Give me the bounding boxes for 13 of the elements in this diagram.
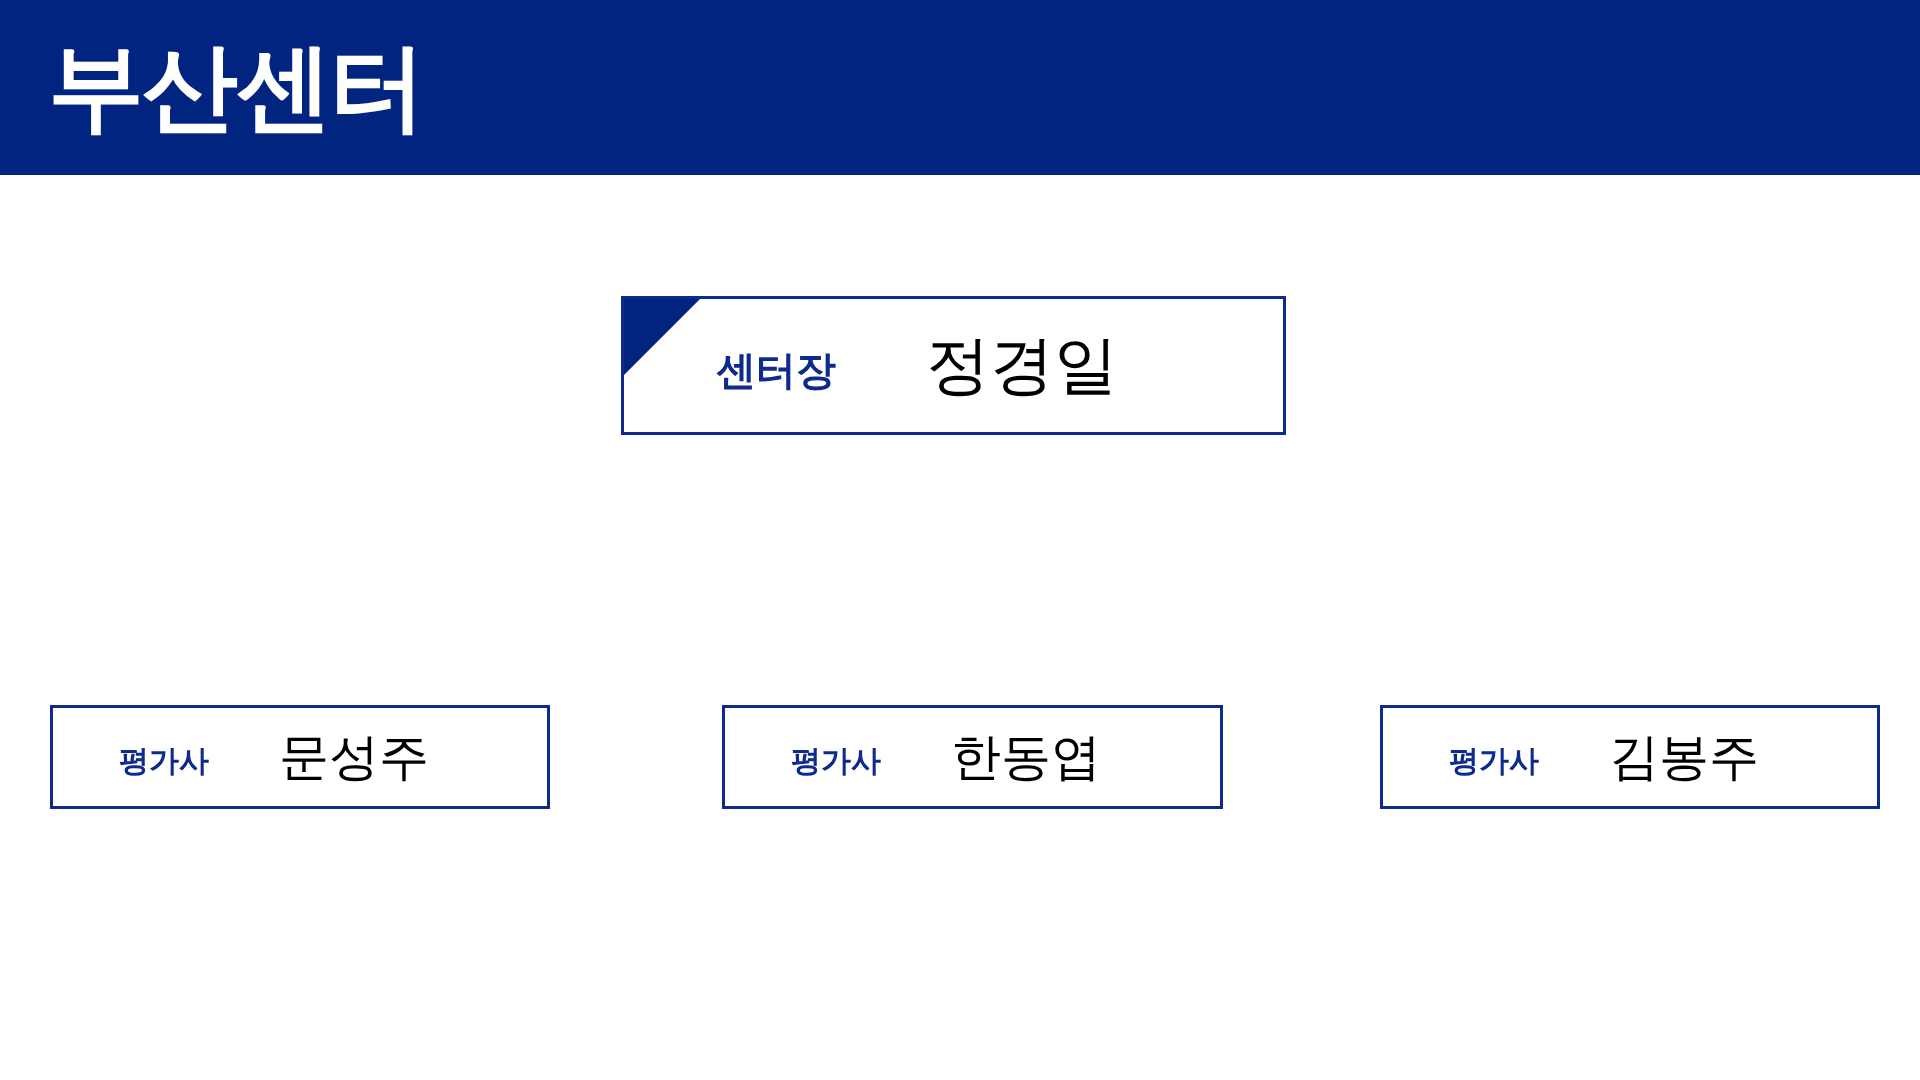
- person-name: 한동엽: [951, 727, 1101, 787]
- role-box: [621, 296, 1286, 435]
- role-box: [1380, 705, 1880, 809]
- role-label: 평가사: [791, 743, 881, 779]
- page-title: 부산센터: [48, 30, 424, 145]
- role-box: [722, 705, 1223, 809]
- person-name: 김봉주: [1609, 727, 1759, 787]
- role-box: [50, 705, 550, 809]
- role-label: 평가사: [119, 743, 209, 779]
- person-name: 문성주: [279, 727, 429, 787]
- person-name: 정경일: [926, 327, 1118, 404]
- role-label: 평가사: [1449, 743, 1539, 779]
- role-label: 센터장: [716, 346, 836, 394]
